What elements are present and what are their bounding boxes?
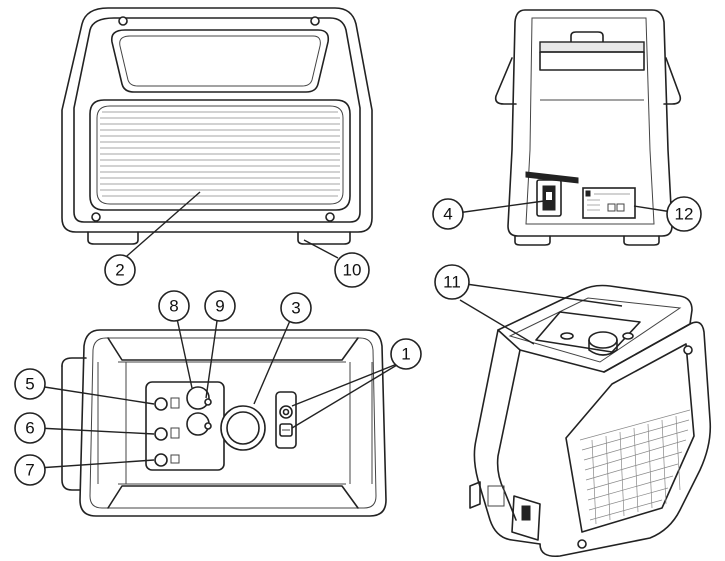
callout-label: 1: [401, 345, 410, 364]
callout-label: 12: [675, 205, 694, 224]
iso-grille: [579, 409, 691, 525]
callout-3: 3: [280, 292, 312, 324]
callout-11: 11: [434, 264, 470, 300]
callout-2: 2: [104, 254, 136, 286]
front-view: [61, 7, 373, 245]
callout-12: 12: [666, 196, 702, 232]
callout-label: 9: [215, 297, 224, 316]
callout-9: 9: [204, 290, 236, 322]
callout-label: 6: [25, 419, 34, 438]
front-grille: [100, 111, 340, 197]
callout-10: 10: [334, 252, 370, 288]
side-view: [494, 9, 682, 246]
callout-label: 11: [443, 273, 461, 292]
callout-4: 4: [432, 198, 464, 230]
isometric-view: [469, 284, 712, 558]
callout-label: 5: [25, 375, 34, 394]
callout-6: 6: [14, 412, 46, 444]
callout-label: 7: [25, 461, 34, 480]
callout-7: 7: [14, 454, 46, 486]
callout-5: 5: [14, 368, 46, 400]
callout-1: 1: [390, 338, 422, 370]
callout-label: 2: [115, 261, 124, 280]
top-view: [61, 329, 387, 517]
leader-lines: [37, 191, 673, 469]
callout-label: 3: [291, 299, 300, 318]
callout-label: 8: [169, 297, 178, 316]
callout-label: 10: [343, 261, 362, 280]
callout-label: 4: [443, 205, 452, 224]
callout-8: 8: [158, 290, 190, 322]
